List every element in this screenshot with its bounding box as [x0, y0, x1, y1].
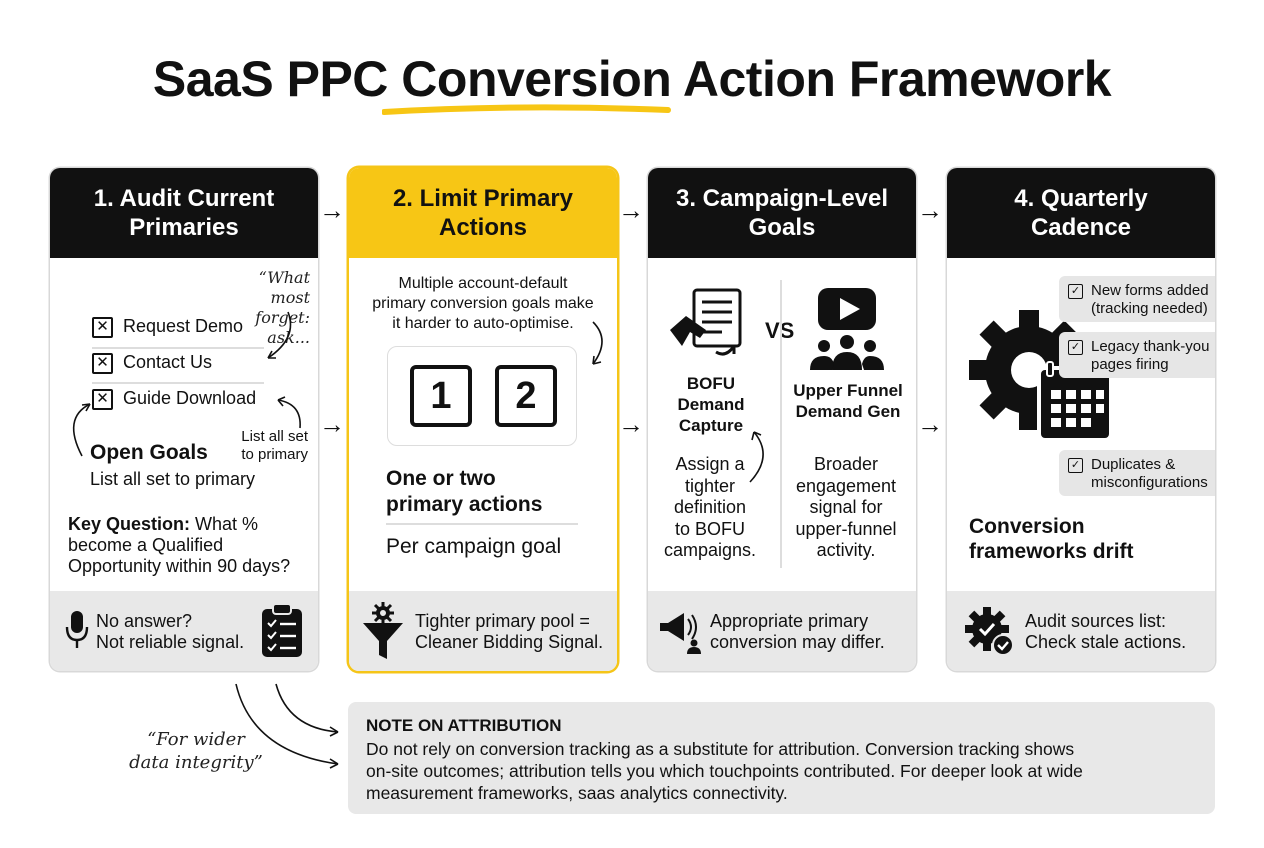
check-pill: ✓ New forms added(tracking needed) — [1059, 276, 1215, 322]
x-box-icon: ✕ — [92, 316, 113, 338]
checkbox-icon: ✓ — [1068, 340, 1083, 355]
checkbox-icon: ✓ — [1068, 458, 1083, 473]
column-divider — [780, 280, 782, 568]
number-two: 2 — [495, 365, 557, 427]
curved-arrow-icon — [267, 311, 292, 359]
curved-arrow-icon — [749, 431, 764, 483]
checklist-item: ✕Request Demo — [92, 316, 243, 338]
per-campaign-label: Per campaign goal — [386, 535, 562, 558]
card-footer: Audit sources list:Check stale actions. — [947, 591, 1215, 671]
curved-arrow-icon — [277, 396, 301, 429]
gear-calendar-icon — [969, 310, 1113, 442]
arrow-icon: → — [917, 195, 943, 225]
card-limit: 2. Limit Primary Actions Multiple accoun… — [349, 168, 617, 671]
checklist-item: ✕Guide Download — [92, 388, 256, 410]
card-heading: 4. Quarterly Cadence — [947, 168, 1215, 258]
microphone-icon — [65, 611, 89, 648]
checklist-item: ✕Contact Us — [92, 352, 212, 374]
page-title: SaaS PPC Conversion Action Framework — [152, 51, 1112, 107]
key-question: Key Question: What % become a Qualified … — [68, 514, 291, 576]
curved-arrows — [235, 683, 339, 769]
title-underline — [382, 104, 671, 115]
arrow-icon: → — [618, 409, 644, 439]
card-heading: 3. Campaign-Level Goals — [648, 168, 916, 258]
x-box-icon: ✕ — [92, 352, 113, 374]
gear-check-icon — [965, 607, 1014, 656]
card-campaign-goals: 3. Campaign-Level Goals VS BOFUDemandCap… — [648, 168, 916, 671]
clipboard-checklist-icon — [262, 603, 302, 657]
card-heading: 1. Audit Current Primaries — [50, 168, 318, 258]
arrow-icon: → — [319, 409, 345, 439]
card-quarterly: 4. Quarterly Cadence ✓ New forms added(t… — [947, 168, 1215, 671]
document-hand-icon — [670, 288, 742, 356]
x-box-icon: ✕ — [92, 388, 113, 410]
megaphone-person-icon — [660, 613, 701, 654]
attribution-note: NOTE ON ATTRIBUTION Do not rely on conve… — [348, 702, 1215, 814]
curved-arrow-icon — [72, 403, 91, 457]
note-body: Do not rely on conversion tracking as a … — [366, 739, 1083, 803]
vs-label: VS — [765, 320, 794, 342]
card-heading: 2. Limit Primary Actions — [349, 168, 617, 258]
arrow-icon: → — [618, 195, 644, 225]
note-heading: NOTE ON ATTRIBUTION — [366, 716, 562, 735]
curved-arrow-icon — [592, 321, 603, 365]
card-footer: No answer?Not reliable signal. — [50, 591, 318, 671]
video-audience-icon — [810, 288, 884, 370]
check-pill: ✓ Duplicates &misconfigurations — [1059, 450, 1215, 496]
filter-funnel-gear-icon — [363, 602, 403, 659]
title-highlight: Conversion — [401, 51, 672, 107]
number-one: 1 — [410, 365, 472, 427]
card-footer: Tighter primary pool =Cleaner Bidding Si… — [349, 591, 617, 671]
open-goals-label: Open Goals — [90, 441, 208, 464]
number-panel — [387, 346, 577, 446]
arrow-icon: → — [319, 195, 345, 225]
open-goals-sub: List all set to primary — [90, 469, 256, 489]
arrow-icon: → — [917, 409, 943, 439]
checkbox-icon: ✓ — [1068, 284, 1083, 299]
